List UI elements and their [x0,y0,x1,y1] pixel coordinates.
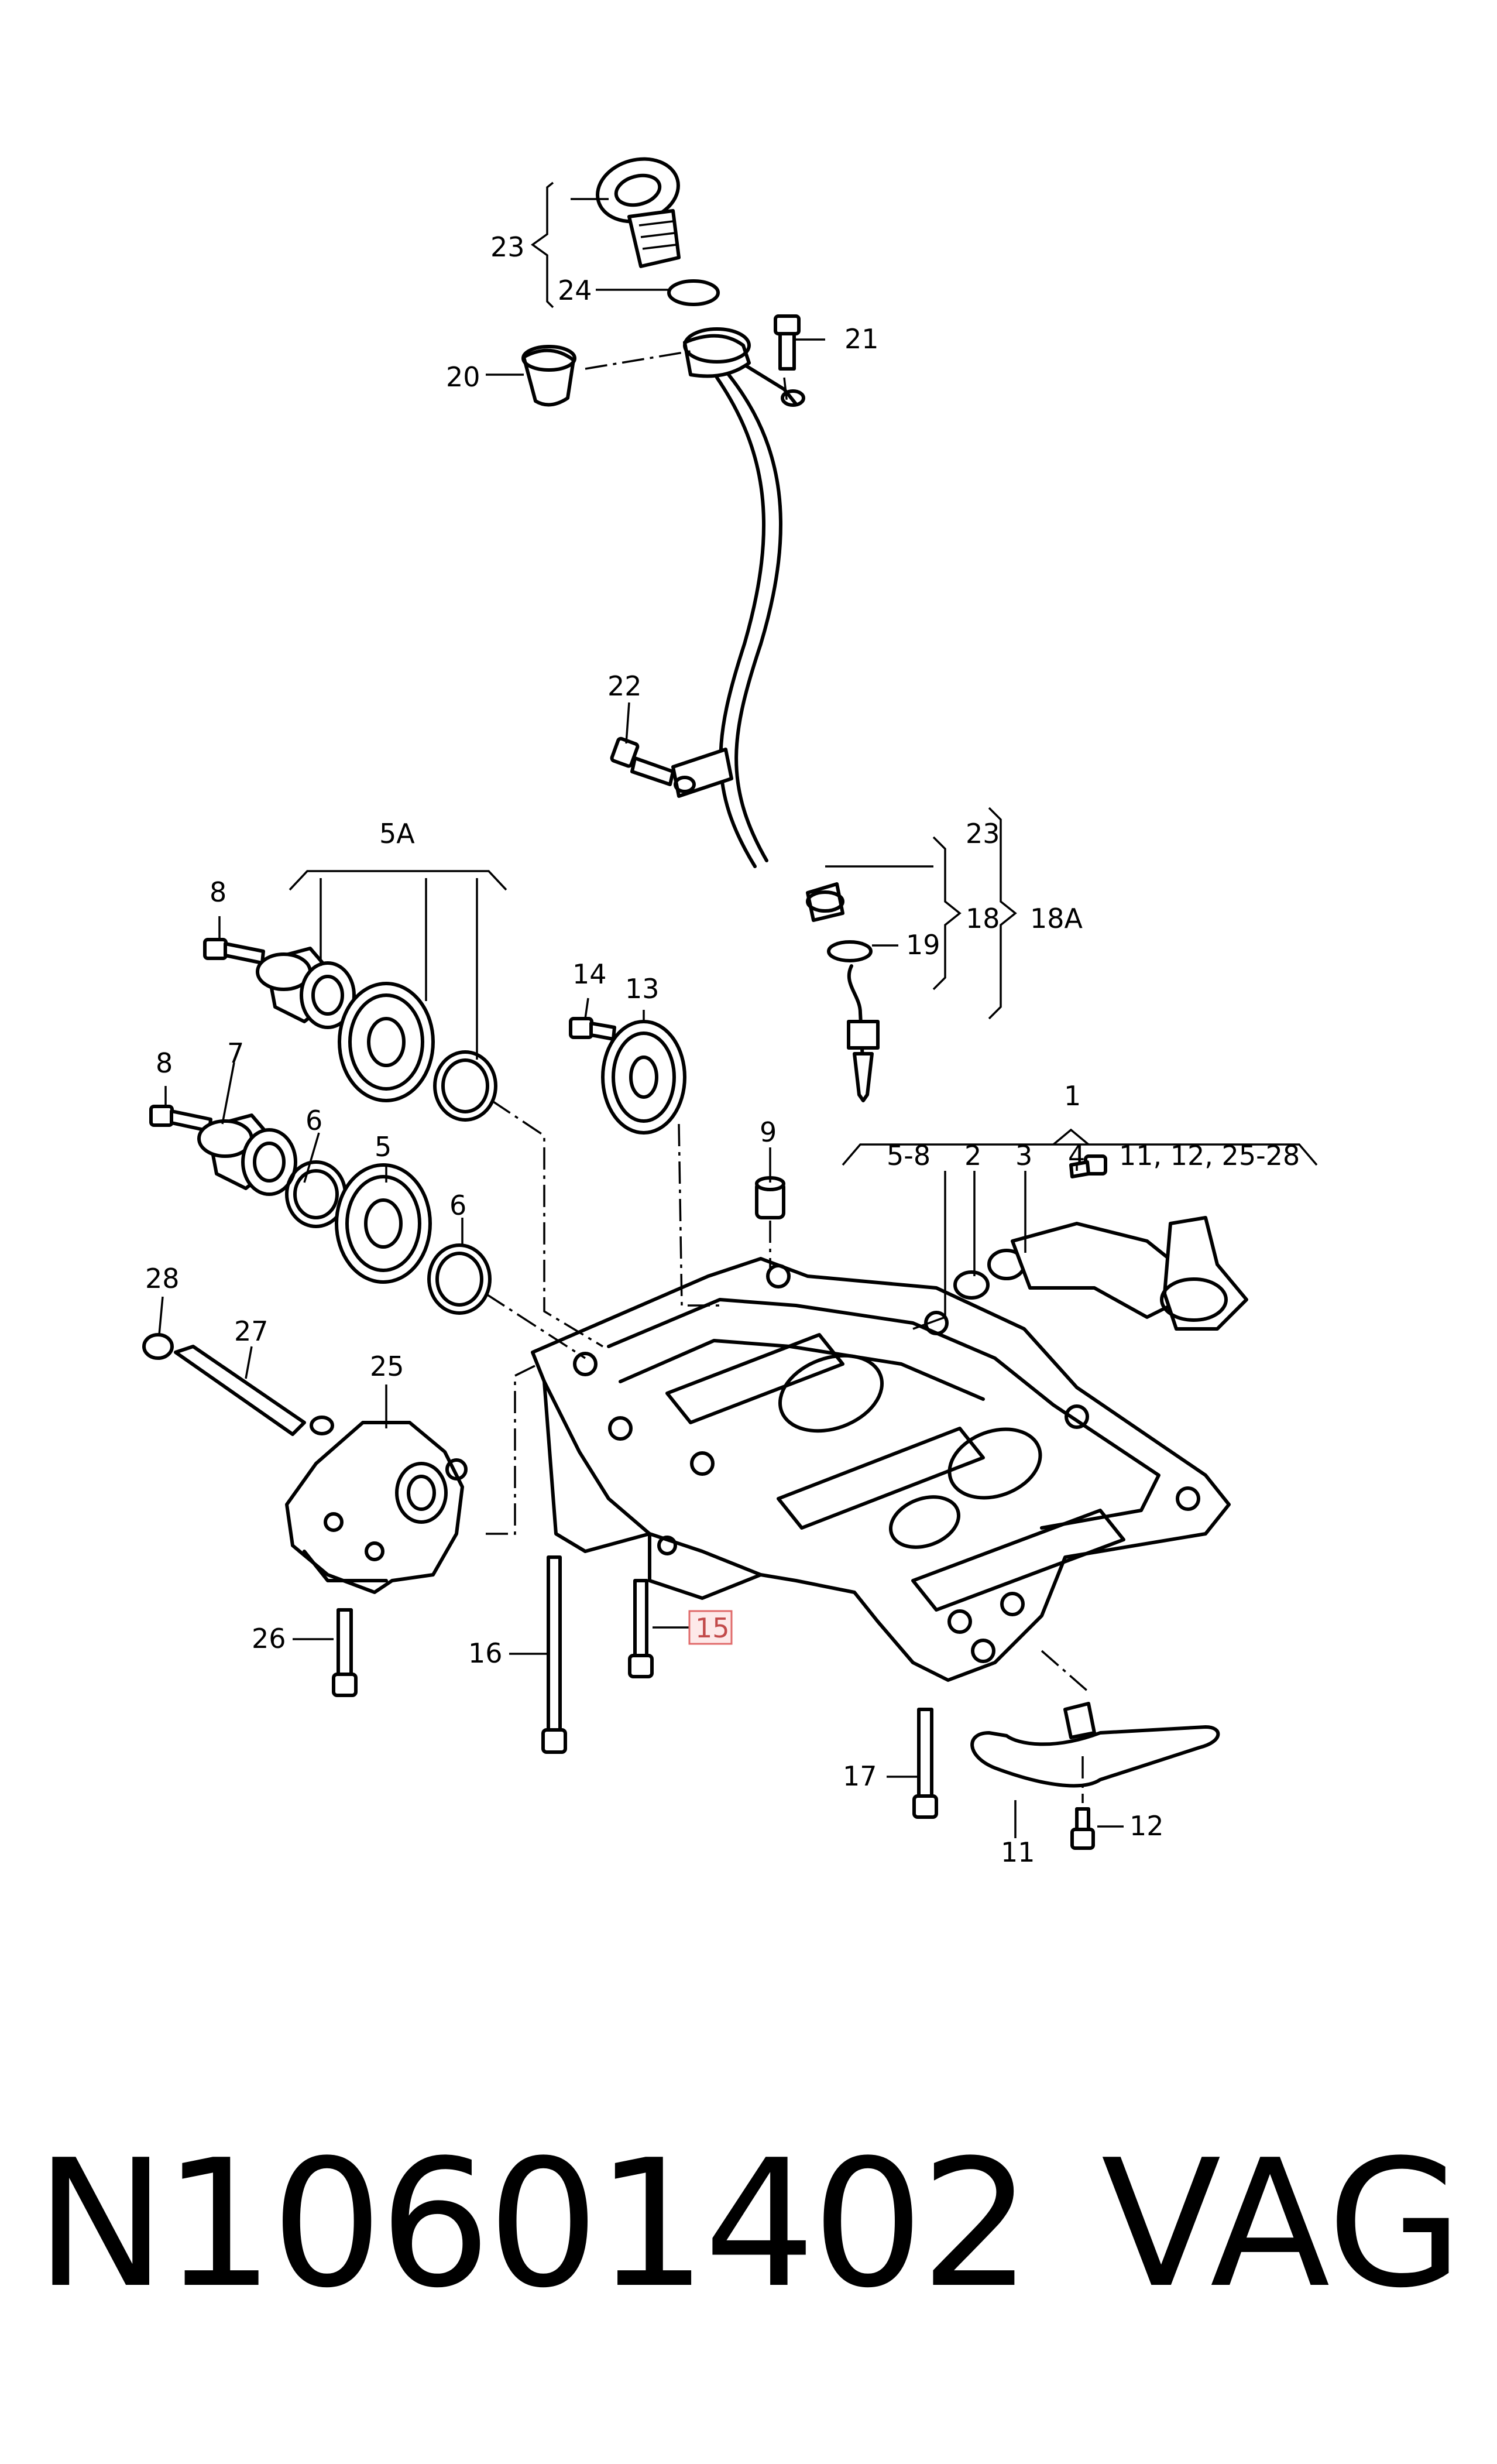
callout-5A: 5A [379,818,415,849]
baffle-part-11 [970,1702,1220,1788]
callout-21: 21 [844,323,879,355]
shaft-part-27 [142,1333,334,1436]
bolt-part-17 [912,1708,938,1819]
callout-27: 27 [234,1315,269,1347]
cap-part-20 [521,345,576,407]
callout-12: 12 [1129,1810,1164,1842]
callout-labels: 23 24 21 20 22 23 18 18A 19 5A 8 14 13 1… [145,231,1300,1868]
callout-brackets [289,181,1318,1166]
sleeve-part-9 [755,1176,785,1219]
part-number: N10601402 [35,2122,1032,2326]
callout-5: 5 [375,1131,392,1163]
callout-3: 3 [1015,1140,1032,1171]
callout-5-8: 5-8 [887,1140,931,1171]
callout-18: 18 [966,903,1000,934]
bolt-part-26 [332,1608,358,1697]
gear-set-5 [149,1105,492,1315]
callout-1: 1 [1064,1080,1081,1112]
callout-16: 16 [468,1637,503,1669]
leader-lines [158,198,1124,1838]
callout-6-left: 6 [305,1105,322,1136]
bolt-part-22 [610,736,675,786]
callout-2: 2 [964,1140,981,1171]
callout-26: 26 [252,1623,286,1654]
assembly-dash-lines [485,350,1090,1803]
callout-18A: 18A [1030,903,1083,934]
callout-9: 9 [760,1116,777,1148]
callout-13: 13 [625,973,660,1005]
callout-8-upper: 8 [210,876,226,908]
footer: N10601402 VAG [35,2131,1463,2318]
dipstick-assembly [596,157,880,1102]
callout-17: 17 [843,1760,877,1792]
callout-6-right: 6 [449,1190,466,1221]
callout-19: 19 [906,929,940,961]
bolt-part-16 [541,1555,567,1754]
gear-part-13 [569,1017,686,1135]
callout-22: 22 [607,670,642,702]
callout-25: 25 [370,1351,404,1382]
bolt-part-12 [1070,1807,1095,1850]
callout-14: 14 [572,958,607,990]
callout-23-top: 23 [490,231,525,263]
callout-11: 11 [1001,1836,1035,1868]
callout-8-lower: 8 [156,1047,173,1079]
oil-pump-part-25 [285,1421,468,1594]
brand-name: VAG [1101,2122,1463,2326]
callout-24: 24 [558,275,592,306]
callout-15: 15 [695,1612,730,1644]
balance-shaft-housing-part-1 [531,1257,1231,1682]
bolt-part-21 [774,314,801,371]
bolt-part-15 [628,1579,654,1678]
callout-28: 28 [145,1263,180,1294]
callout-11-12-25-28: 11, 12, 25-28 [1119,1140,1300,1171]
callout-23-right: 23 [966,818,1000,849]
callout-4: 4 [1068,1140,1085,1171]
callout-7: 7 [227,1037,244,1069]
highlight-box-15 [688,1610,733,1645]
pickup-pipe-part-3 [953,1154,1248,1331]
gear-set-5A [203,938,497,1122]
callout-20: 20 [446,361,480,393]
